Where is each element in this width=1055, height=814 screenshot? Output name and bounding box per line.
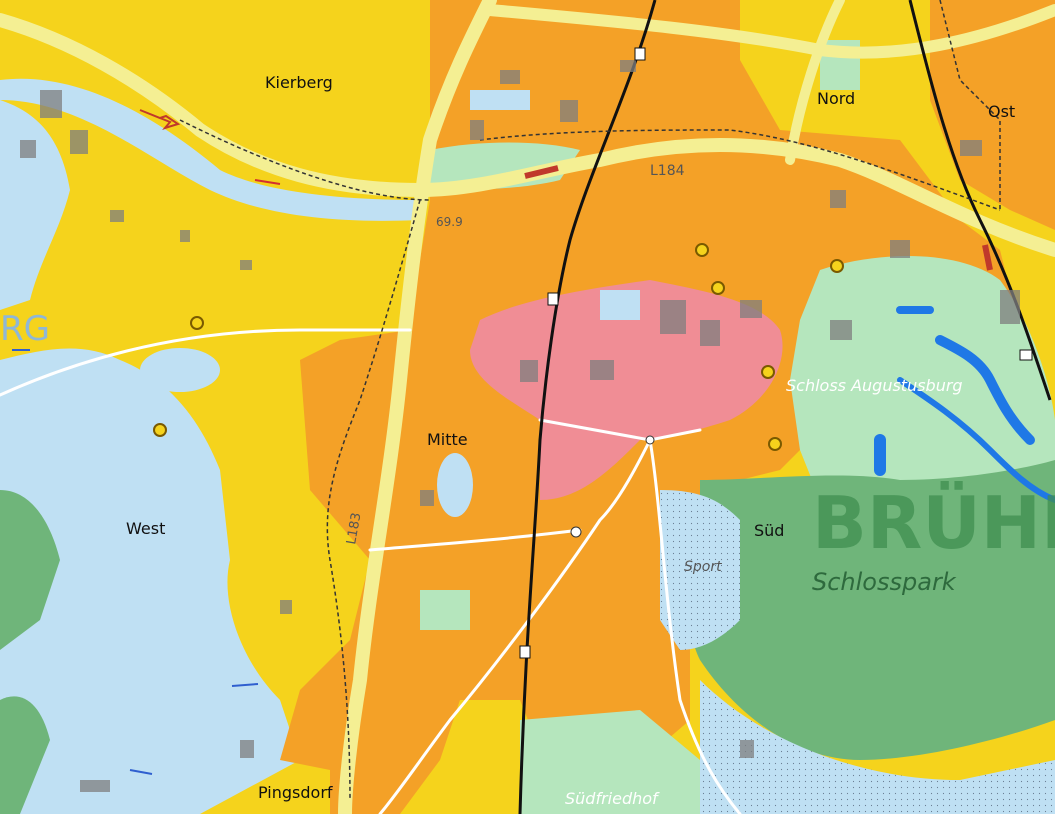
label-nord: Nord (817, 89, 855, 108)
schlosspark-area (688, 460, 1055, 760)
building-blocks (20, 60, 1020, 792)
label-mitte: Mitte (427, 430, 468, 449)
area-labels: BRÜHL Schlosspark Schloss Augustusburg S… (0, 163, 1055, 808)
rail-line (518, 0, 1052, 814)
label-kierberg: Kierberg (265, 73, 333, 92)
water-channel-north (470, 90, 530, 110)
arrow-icon (139, 109, 181, 130)
label-sued: Süd (754, 521, 784, 540)
label-bruehl: BRÜHL (812, 481, 1055, 565)
poi-icon (153, 423, 167, 437)
poi-icon (190, 316, 204, 330)
label-l184: L184 (650, 163, 685, 179)
label-schlosspark: Schlosspark (812, 568, 957, 596)
roundabout-icons (570, 435, 655, 538)
label-suedfriedhof: Südfriedhof (565, 789, 660, 808)
poi-icons (153, 243, 844, 451)
arrow-icon (524, 165, 559, 179)
arrow-icon (129, 769, 153, 775)
label-pingsdorf: Pingsdorf (258, 783, 333, 802)
roundabout-icon (570, 526, 582, 538)
poi-icon (761, 365, 775, 379)
green-forest-left (0, 490, 60, 650)
place-labels: Kierberg Nord Ost Mitte West Süd Pingsdo… (126, 73, 1015, 802)
arrow-icon (254, 179, 281, 185)
waterway-lines (874, 306, 1055, 503)
poi-icon (695, 243, 709, 257)
poi-icon (830, 259, 844, 273)
commercial-area-northeast (930, 0, 1055, 230)
label-schloss-augustusburg: Schloss Augustusburg (786, 376, 963, 395)
label-elev: 69.9 (436, 215, 463, 229)
sport-field-dots (660, 490, 740, 650)
green-forest-bottom-left (0, 696, 50, 814)
station-icon (547, 292, 559, 306)
label-west: West (126, 519, 165, 538)
lake-left (140, 348, 220, 392)
green-area-schloss (790, 256, 1055, 500)
station-icon (1019, 349, 1033, 361)
station-icon (634, 47, 646, 61)
lake-mitte (437, 453, 473, 517)
label-l183: L183 (344, 512, 364, 546)
label-ost: Ost (988, 102, 1015, 121)
arrow-icons (12, 109, 993, 775)
roundabout-icon (645, 435, 655, 445)
water-left-lakes (0, 348, 300, 814)
green-area-cemetery (520, 710, 720, 814)
water-river-north (0, 78, 420, 221)
water-left-large (0, 100, 70, 310)
boundary-lines (179, 0, 1001, 801)
label-rg-fragment: RG (0, 309, 50, 349)
arrow-icon (231, 683, 259, 687)
secondary-roads (0, 328, 742, 814)
commercial-area-north-left (430, 0, 470, 120)
station-icons (519, 47, 1033, 659)
poi-icon (711, 281, 725, 295)
label-sport: Sport (684, 559, 722, 575)
station-icon (519, 645, 531, 659)
poi-icon (768, 437, 782, 451)
green-area-small (420, 590, 470, 630)
arrow-icon (982, 244, 993, 271)
water-pond-north (600, 290, 640, 320)
water-dots-bottom-right (700, 680, 1055, 814)
